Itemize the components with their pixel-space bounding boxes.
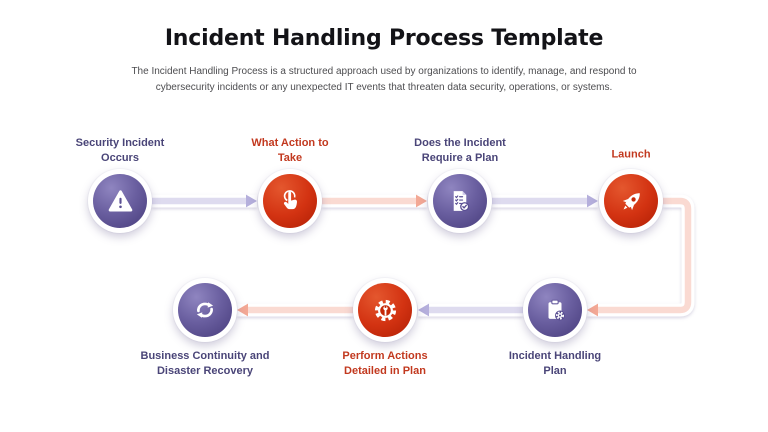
- gear-wrench-icon: [372, 297, 399, 324]
- node-recovery: [173, 278, 237, 342]
- connector-security-to-action: [152, 194, 257, 208]
- subtitle-line-2: cybersecurity incidents or any unexpecte…: [155, 82, 613, 93]
- node-label-what-action: What Action to Take: [251, 137, 329, 164]
- connector-requireplan-to-launch: [492, 194, 598, 208]
- node-label-security-incident: Security Incident Occurs: [75, 137, 165, 164]
- checklist-document-icon: [447, 188, 473, 214]
- sync-arrows-icon: [192, 297, 218, 323]
- warning-triangle-icon: [107, 188, 134, 215]
- node-label-require-plan: Does the Incident Require a Plan: [414, 137, 506, 164]
- connector-plan-to-perform: [418, 303, 523, 317]
- page-subtitle: The Incident Handling Process is a struc…: [0, 64, 768, 96]
- rocket-icon: [618, 188, 645, 215]
- node-incident-plan: [523, 278, 587, 342]
- node-perform-actions: [353, 278, 417, 342]
- page-title: Incident Handling Process Template: [164, 26, 604, 51]
- node-label-recovery: Business Continuity and Disaster Recover…: [140, 350, 270, 377]
- node-label-perform-actions: Perform Actions Detailed in Plan: [342, 350, 428, 377]
- node-label-incident-plan: Incident Handling Plan: [508, 350, 602, 377]
- connector-perform-to-recovery: [237, 303, 353, 317]
- connector-action-to-requireplan: [322, 194, 427, 208]
- node-security-incident: [88, 169, 152, 233]
- tap-hand-icon: [277, 188, 303, 214]
- node-require-plan: [428, 169, 492, 233]
- clipboard-gear-icon: [542, 297, 568, 323]
- node-launch: [599, 169, 663, 233]
- node-what-action: [258, 169, 322, 233]
- subtitle-line-1: The Incident Handling Process is a struc…: [131, 66, 637, 77]
- node-label-launch: Launch: [611, 148, 651, 161]
